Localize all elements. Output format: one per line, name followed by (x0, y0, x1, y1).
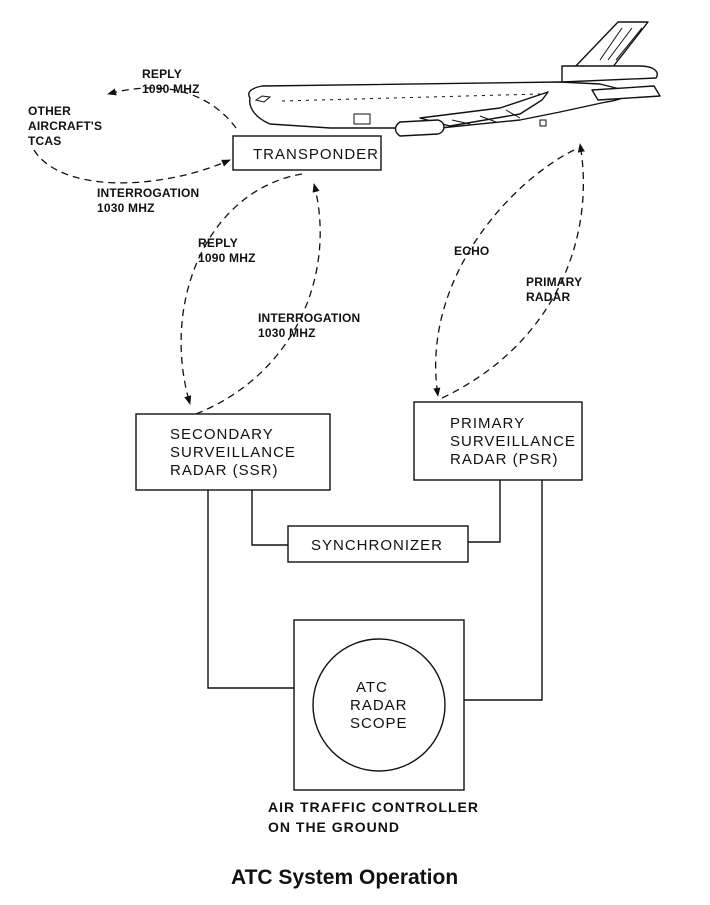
caption: ATC System Operation (231, 866, 458, 889)
scope-line3: SCOPE (350, 715, 408, 732)
interrogation-ssr-path (195, 183, 321, 415)
primary-radar-line1: PRIMARY (526, 275, 582, 289)
reply-tcas-path (107, 87, 237, 129)
transponder-label: TRANSPONDER (253, 146, 379, 163)
psr-sync-wire (468, 480, 501, 543)
aircraft-icon (248, 21, 661, 137)
ssr-box (135, 413, 331, 491)
echo-path (433, 149, 575, 397)
interrogation-mid-freq: 1030 MHZ (258, 326, 316, 340)
ssr-line1: SECONDARY (170, 426, 274, 443)
reply-mid-freq: 1090 MHZ (198, 251, 256, 265)
transponder-box (232, 135, 382, 171)
ground-line2: ON THE GROUND (268, 819, 400, 835)
interrogation-tcas-path (33, 149, 231, 184)
ssr-scope-wire (207, 490, 294, 689)
ssr-line3: RADAR (SSR) (170, 462, 279, 479)
psr-line1: PRIMARY (450, 415, 525, 432)
primary-radar-line2: RADAR (526, 290, 570, 304)
other-aircraft-line1: OTHER (28, 104, 71, 118)
other-aircraft-line2: AIRCRAFT'S (28, 119, 102, 133)
other-aircraft-line3: TCAS (28, 134, 61, 148)
synchronizer-label: SYNCHRONIZER (311, 537, 443, 554)
reply-ssr-path (180, 173, 303, 405)
psr-line2: SURVEILLANCE (450, 433, 576, 450)
ground-line1: AIR TRAFFIC CONTROLLER (268, 799, 479, 815)
reply-top-freq: 1090 MHZ (142, 82, 200, 96)
ssr-sync-wire (251, 490, 290, 546)
scope-line2: RADAR (350, 697, 408, 714)
ssr-line2: SURVEILLANCE (170, 444, 296, 461)
reply-mid-label: REPLY (198, 236, 238, 250)
interrogation-top-label: INTERROGATION (97, 186, 199, 200)
primary-radar-path (441, 143, 585, 399)
psr-scope-wire (464, 480, 543, 701)
radar-scope (312, 638, 446, 772)
interrogation-top-freq: 1030 MHZ (97, 201, 155, 215)
scope-line1: ATC (356, 679, 388, 696)
interrogation-mid-label: INTERROGATION (258, 311, 360, 325)
synchronizer-box (287, 525, 469, 563)
psr-box (413, 401, 583, 481)
psr-line3: RADAR (PSR) (450, 451, 559, 468)
reply-top-label: REPLY (142, 67, 182, 81)
echo-label: ECHO (454, 244, 489, 258)
